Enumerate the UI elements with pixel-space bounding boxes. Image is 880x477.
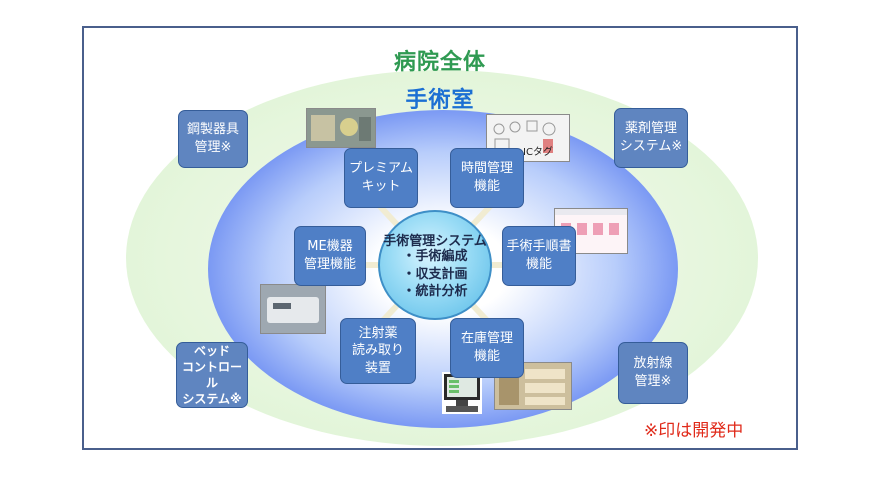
time-management-box[interactable]: 時間管理 機能 [450,148,524,208]
surgery-management-system[interactable]: 手術管理システム ・手術編成 ・収支計画 ・統計分析 [378,210,492,320]
center-item-statistics: ・統計分析 [380,283,490,301]
development-note: ※印は開発中 [644,416,743,441]
steel-instruments-box[interactable]: 鋼製器具 管理※ [178,110,248,168]
premium-kit-photo [306,108,376,148]
premium-kit-box[interactable]: プレミアム キット [344,148,418,208]
radiation-box[interactable]: 放射線 管理※ [618,342,688,404]
bed-control-box[interactable]: ベッド コントロール システム※ [176,342,248,408]
me-equipment-photo [260,284,326,334]
inventory-monitor-photo [442,372,482,414]
surgical-procedure-box[interactable]: 手術手順書 機能 [502,226,576,286]
center-title: 手術管理システム [380,230,490,249]
center-item-budget: ・収支計画 [380,266,490,284]
ic-tag-label: ICタグ [523,143,553,158]
drug-management-box[interactable]: 薬剤管理 システム※ [614,108,688,168]
center-items: ・手術編成 ・収支計画 ・統計分析 [380,248,490,301]
center-item-scheduling: ・手術編成 [380,248,490,266]
hospital-title: 病院全体 [84,44,796,76]
diagram-frame: 病院全体 手術室 ICタグ [82,26,798,450]
inventory-box[interactable]: 在庫管理 機能 [450,318,524,378]
injection-reader-box[interactable]: 注射薬 読み取り 装置 [340,318,416,384]
me-equipment-box[interactable]: ME機器 管理機能 [294,226,366,286]
